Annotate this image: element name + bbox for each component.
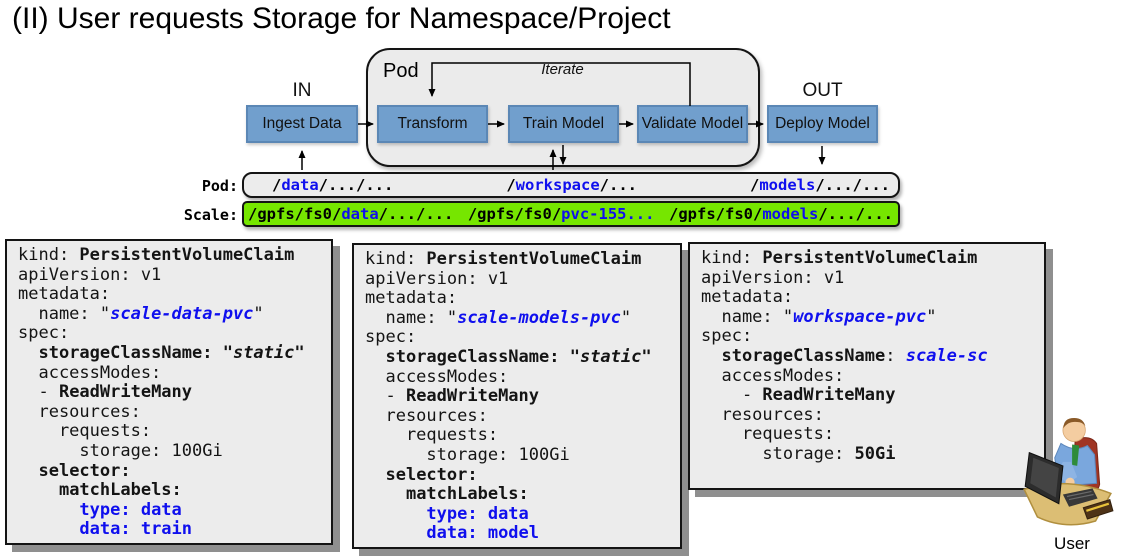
slide-title: (II) User requests Storage for Namespace… [12,2,671,35]
pod-path-bar: /data/.../... /workspace/... /models/...… [242,172,900,198]
scale-path-data: /gpfs/fs0/data/.../... [248,205,454,223]
scale-path-models: /gpfs/fs0/models/.../... [669,205,893,223]
step-validate-model: Validate Model [637,105,748,143]
pod-path-workspace: /workspace/... [506,176,637,194]
step-deploy-model: Deploy Model [767,105,878,143]
user-at-desk-icon [1023,417,1114,526]
pod-group-label: Pod [383,60,419,82]
scale-row-label: Scale: [183,206,238,224]
pod-path-models: /models/.../... [750,176,890,194]
pod-path-data: /data/.../... [272,176,394,194]
out-label: OUT [802,80,843,101]
step-transform: Transform [377,105,488,143]
step-ingest-data: Ingest Data [246,105,358,143]
in-label: IN [292,80,312,101]
iterate-label: Iterate [541,61,584,78]
user-caption: User [1054,534,1090,553]
scale-path-bar: /gpfs/fs0/data/.../... /gpfs/fs0/pvc-155… [242,201,900,227]
step-train-model: Train Model [508,105,619,143]
scale-path-pvc: /gpfs/fs0/pvc-155... [467,205,655,223]
pod-row-label: Pod: [201,177,238,195]
